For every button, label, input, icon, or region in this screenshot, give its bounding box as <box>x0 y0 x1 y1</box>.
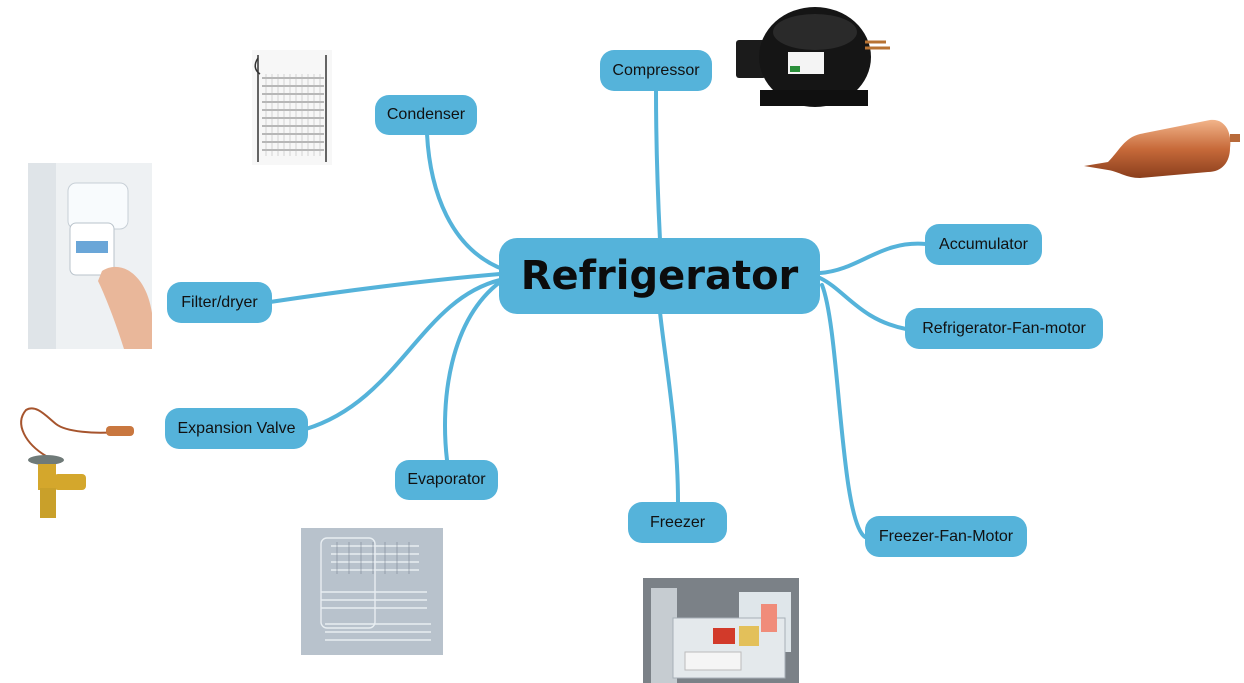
expansion-valve-image <box>6 404 152 522</box>
link-freezer-fan-motor <box>820 283 867 539</box>
node-label: Condenser <box>386 106 466 123</box>
node-label: Freezer-Fan-Motor <box>878 527 1014 545</box>
node-label: Compressor <box>612 61 700 79</box>
node-label: Accumulator <box>939 235 1028 253</box>
link-evaporator <box>443 280 502 462</box>
compressor-image <box>730 2 892 114</box>
link-refrigerator-fan-motor <box>818 276 908 331</box>
node-label: Freezer <box>649 513 706 531</box>
link-filter-dryer <box>268 272 502 304</box>
node-freezer[interactable]: Freezer <box>628 502 727 543</box>
link-compressor <box>654 88 662 242</box>
node-label: Evaporator <box>407 471 486 488</box>
freezer-drawer-image <box>643 578 799 683</box>
evaporator-coil-image <box>301 528 443 655</box>
node-label: Refrigerator-Fan-motor <box>922 319 1086 337</box>
node-expansion-valve[interactable]: Expansion Valve <box>165 408 308 449</box>
central-topic-label: Refrigerator <box>520 253 799 299</box>
node-label: Expansion Valve <box>177 419 296 437</box>
node-refrigerator-fan-motor[interactable]: Refrigerator-Fan-motor <box>905 308 1103 349</box>
link-expansion-valve <box>304 278 502 431</box>
node-label: Filter/dryer <box>181 293 258 311</box>
condenser-coil-image <box>252 50 332 165</box>
node-evaporator[interactable]: Evaporator <box>395 460 498 500</box>
link-condenser <box>425 132 507 272</box>
node-condenser[interactable]: Condenser <box>375 95 477 135</box>
link-freezer <box>658 310 680 504</box>
node-accumulator[interactable]: Accumulator <box>925 224 1042 265</box>
link-accumulator <box>818 241 928 275</box>
central-topic-refrigerator[interactable]: Refrigerator <box>499 238 820 314</box>
copper-accumulator-image <box>1080 100 1242 208</box>
node-freezer-fan-motor[interactable]: Freezer-Fan-Motor <box>865 516 1027 557</box>
water-filter-image <box>28 163 152 349</box>
node-compressor[interactable]: Compressor <box>600 50 712 91</box>
node-filter-dryer[interactable]: Filter/dryer <box>167 282 272 323</box>
